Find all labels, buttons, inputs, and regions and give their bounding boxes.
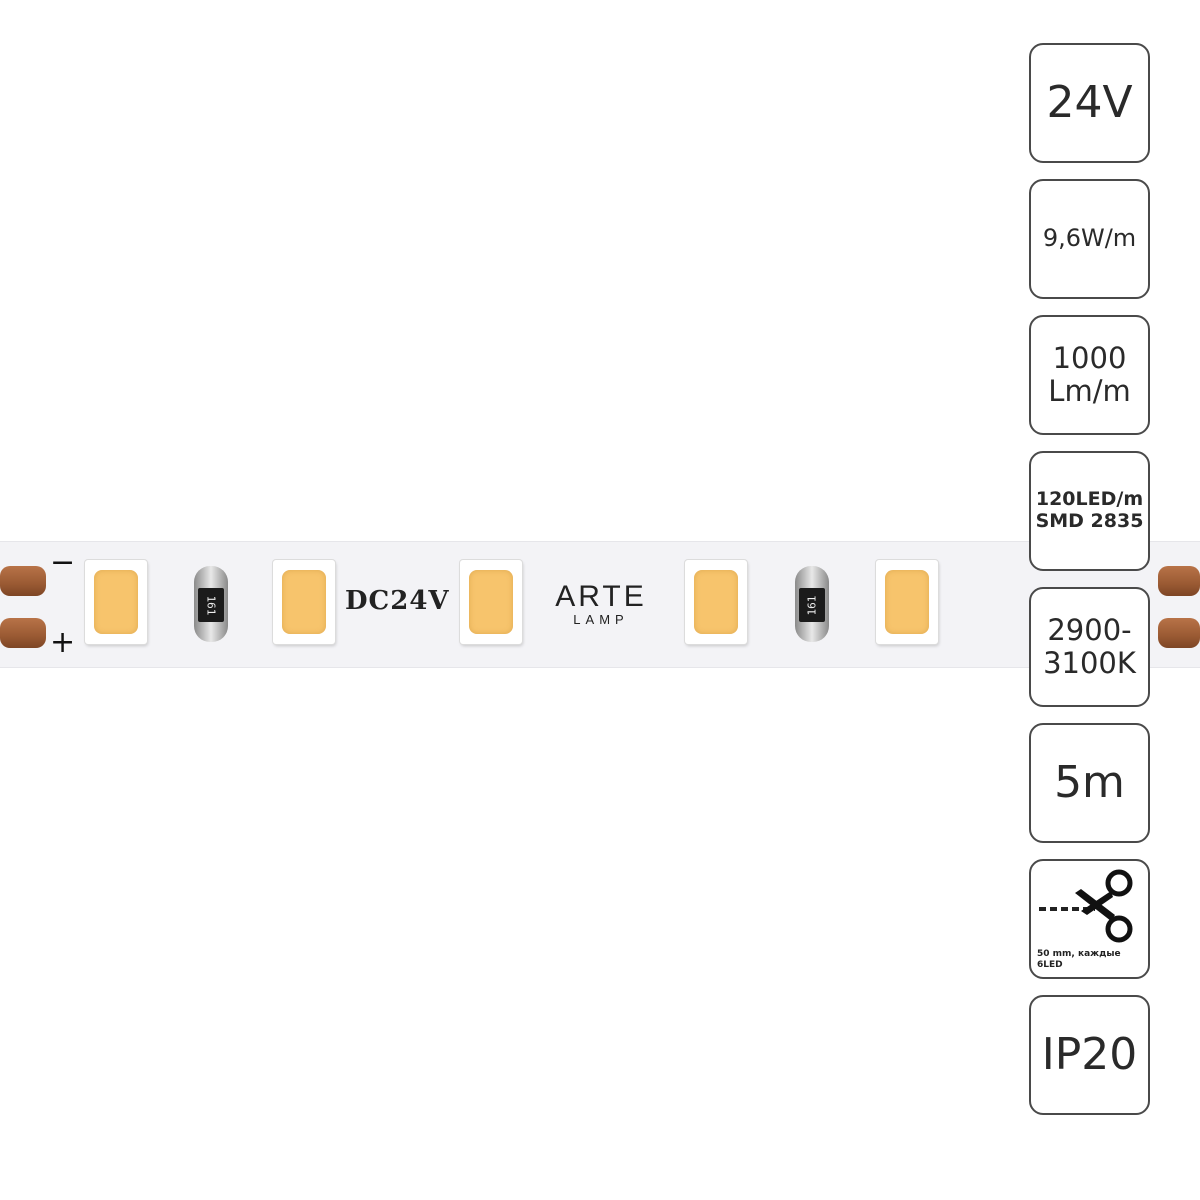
spec-led-type: SMD 2835 (1035, 510, 1144, 532)
spec-ip-value: IP20 (1041, 1028, 1138, 1080)
resistor-code: 161 (805, 595, 819, 615)
brand-main: ARTE (555, 580, 647, 613)
led-chip (460, 560, 522, 644)
spec-ip-rating: IP20 (1029, 995, 1150, 1115)
spec-cut-interval: 50 mm, каждые 6LED (1029, 859, 1150, 979)
resistor: 161 (795, 566, 829, 642)
spec-color-temperature: 2900- 3100K (1029, 587, 1150, 707)
spec-length-value: 5m (1054, 756, 1125, 808)
spec-led-density: 120LED/m SMD 2835 (1029, 451, 1150, 571)
spec-power-value: 9,6W/m (1042, 224, 1137, 253)
voltage-marking: DC24V (345, 586, 450, 616)
led-chip (876, 560, 938, 644)
led-chip (273, 560, 335, 644)
solder-pad-plus-right (1158, 618, 1200, 648)
spec-flux-unit: Lm/m (1048, 374, 1131, 408)
plus-sign: + (50, 625, 76, 660)
spec-led-count: 120LED/m (1035, 488, 1144, 511)
solder-pad-minus-right (1158, 566, 1200, 596)
resistor-code: 161 (204, 595, 218, 615)
led-chip (685, 560, 747, 644)
scissors-cut-icon (1038, 869, 1132, 943)
spec-voltage: 24V (1029, 43, 1150, 163)
spec-flux-value: 1000 (1052, 340, 1127, 375)
cut-interval-note: 50 mm, каждые 6LED (1037, 949, 1121, 971)
resistor: 161 (194, 566, 228, 642)
spec-cct-line2: 3100K (1043, 646, 1136, 680)
spec-voltage-value: 24V (1046, 76, 1133, 128)
spec-cct-line1: 2900- (1047, 612, 1132, 647)
led-chip (85, 560, 147, 644)
spec-luminous-flux: 1000 Lm/m (1029, 315, 1150, 435)
minus-sign: − (50, 545, 76, 580)
brand-logo: ARTE LAMP (541, 580, 661, 627)
solder-pad-plus-left (0, 618, 46, 648)
spec-power: 9,6W/m (1029, 179, 1150, 299)
led-strip: − + 161 DC24V ARTE LAMP 161 (0, 541, 1200, 668)
spec-length: 5m (1029, 723, 1150, 843)
solder-pad-minus-left (0, 566, 46, 596)
brand-sub: LAMP (573, 612, 629, 627)
